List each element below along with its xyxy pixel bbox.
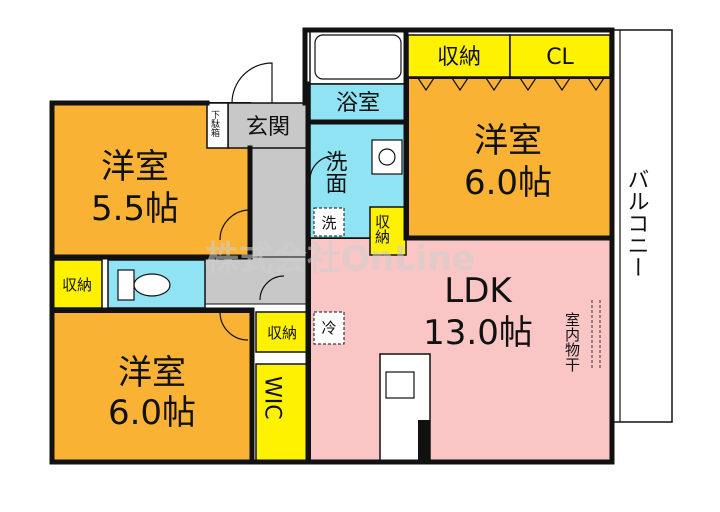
bedroom-sw-size: 6.0帖: [108, 393, 196, 433]
ldk-name: LDK: [444, 271, 513, 311]
bedroom-nw-name: 洋室: [101, 147, 169, 187]
washroom-name: 洗面: [322, 150, 348, 194]
storage-wash: [369, 206, 407, 256]
closet-cl: [509, 34, 611, 78]
bedroom-ne-name: 洋室: [474, 121, 542, 161]
storage-left-label: 収納: [62, 276, 92, 294]
fridge-label: 冷: [321, 319, 336, 337]
shoe-box-label: 下駄箱: [209, 110, 220, 138]
ldk-note: 室内物干: [563, 312, 581, 372]
closet-cl-label: CL: [546, 45, 574, 70]
sink-icon: [371, 139, 403, 175]
storage-mid-label: 収納: [267, 324, 297, 342]
washer-box: [313, 207, 345, 237]
storage-ne-label: 収納: [437, 45, 481, 70]
watermark-text: 株式会社OnLine: [205, 239, 475, 279]
balcony-label: バルコニー: [624, 168, 649, 278]
toilet-icon: [133, 273, 171, 297]
storage-wash-label: 収納: [373, 214, 391, 245]
storage-mid: [255, 311, 309, 353]
wic-closet: [255, 363, 309, 463]
storage-left: [51, 259, 103, 309]
bedroom-nw-size: 5.5帖: [91, 189, 179, 229]
washer-label: 洗: [321, 214, 336, 232]
wic-label: WIC: [260, 376, 285, 420]
bedroom-ne-size: 6.0帖: [464, 163, 552, 203]
entrance-name: 玄関: [246, 115, 290, 140]
ldk-size: 13.0帖: [423, 313, 533, 353]
balcony-area: [611, 29, 673, 423]
bedroom-sw-name: 洋室: [118, 353, 186, 393]
bath-name: 浴室: [336, 91, 380, 116]
fridge-box: [313, 311, 345, 345]
shoe-box: [206, 102, 229, 149]
bath-label-area: [309, 83, 407, 123]
